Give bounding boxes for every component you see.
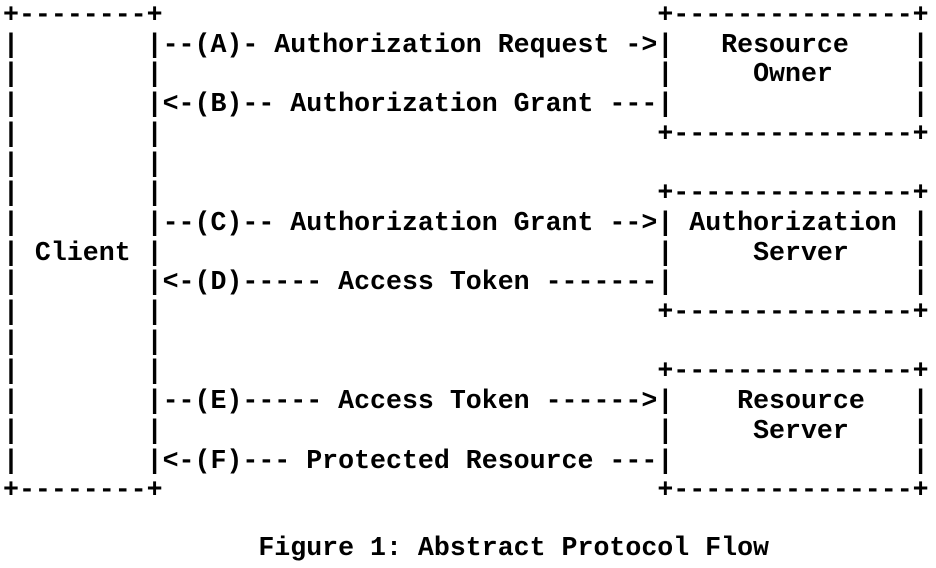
- diagram-container: +--------+ +---------------+ | |--(A)- A…: [3, 0, 929, 564]
- figure-caption: Figure 1: Abstract Protocol Flow: [258, 532, 770, 563]
- ascii-art-diagram: +--------+ +---------------+ | |--(A)- A…: [3, 0, 929, 506]
